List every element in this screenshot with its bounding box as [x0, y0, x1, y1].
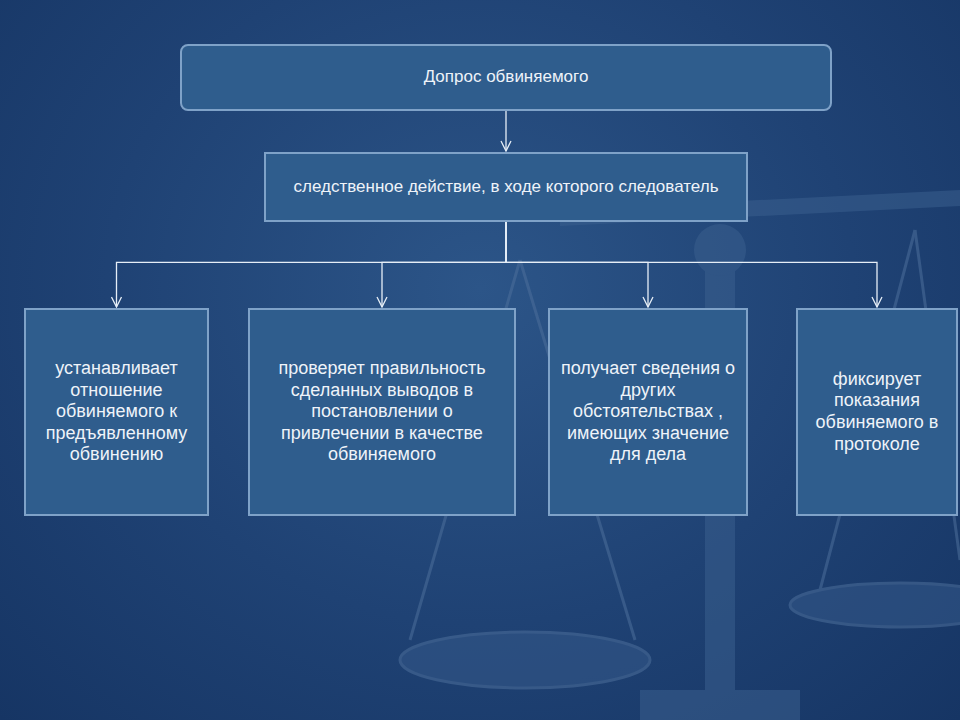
arrow-connector [117, 222, 507, 307]
arrow-connector [505, 111, 506, 151]
definition-box: следственное действие, в ходе которого с… [264, 152, 748, 222]
box-text: получает сведения о других обстоятельств… [560, 358, 736, 466]
function-box: устанавливает отношение обвиняемого к пр… [24, 308, 209, 516]
box-text: Допрос обвиняемого [424, 67, 589, 87]
arrow-connector [506, 222, 877, 307]
box-text: проверяет правильность сделанных выводов… [260, 358, 504, 466]
box-text: следственное действие, в ходе которого с… [294, 177, 719, 197]
function-box: получает сведения о других обстоятельств… [548, 308, 748, 516]
arrow-connector [382, 222, 506, 307]
function-box: проверяет правильность сделанных выводов… [248, 308, 516, 516]
title-box: Допрос обвиняемого [180, 44, 832, 111]
function-box: фиксирует показания обвиняемого в проток… [796, 308, 958, 516]
arrow-connector [506, 222, 648, 307]
box-text: фиксирует показания обвиняемого в проток… [808, 369, 946, 455]
box-text: устанавливает отношение обвиняемого к пр… [36, 358, 197, 466]
